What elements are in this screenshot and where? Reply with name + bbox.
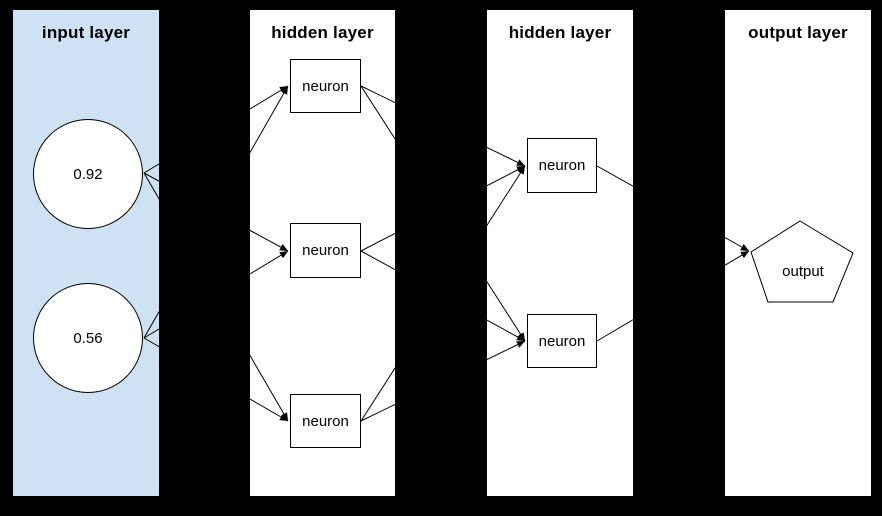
hidden1-neuron-1-label: neuron (302, 77, 349, 95)
output-layer-title: output layer (748, 23, 848, 42)
hidden-layer-2-title: hidden layer (508, 23, 612, 42)
output-layer-panel: output layer (725, 10, 871, 496)
hidden2-neuron-2: neuron (527, 314, 597, 368)
hidden1-neuron-2: neuron (290, 223, 361, 278)
input-layer-title: input layer (41, 23, 131, 42)
hidden1-neuron-3: neuron (290, 394, 361, 448)
hidden1-neuron-3-label: neuron (302, 412, 349, 430)
hidden-layer-2-panel: hidden layer (487, 10, 633, 496)
hidden1-neuron-2-label: neuron (302, 242, 349, 259)
input-node-1-value: 0.92 (73, 165, 103, 183)
hidden2-neuron-1-label: neuron (538, 157, 586, 174)
hidden2-neuron-2-label: neuron (538, 332, 586, 350)
hidden2-neuron-1: neuron (527, 138, 597, 193)
input-node-2: 0.56 (33, 283, 143, 393)
input-layer-panel: input layer (13, 10, 159, 496)
hidden1-neuron-1: neuron (290, 59, 361, 113)
hidden-layer-1-title: hidden layer (271, 23, 374, 42)
input-node-2-value: 0.56 (73, 329, 103, 347)
output-node-label: output (782, 263, 824, 280)
input-node-1: 0.92 (33, 119, 143, 229)
